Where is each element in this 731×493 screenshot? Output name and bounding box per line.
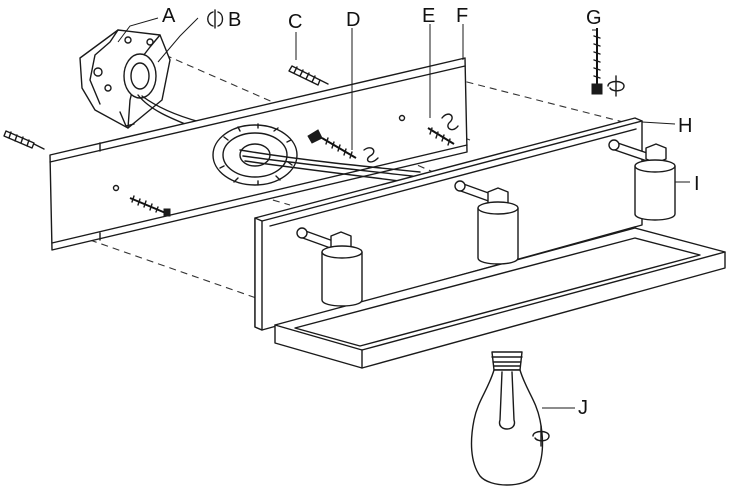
label-i: I <box>694 173 700 195</box>
label-g: G <box>586 7 602 29</box>
mounting-screw-e <box>427 113 459 146</box>
socket-right <box>608 139 676 221</box>
label-f: F <box>456 5 468 27</box>
label-b: B <box>228 9 241 31</box>
socket-middle <box>454 180 519 265</box>
junction-box <box>79 29 201 129</box>
label-d: D <box>346 9 360 31</box>
mounting-screw-d <box>307 129 379 163</box>
wire-nut-icon <box>207 9 224 29</box>
label-c: C <box>288 11 302 33</box>
mounting-plate <box>49 57 468 251</box>
ball-screw-g <box>591 28 625 97</box>
plate-screw-icon <box>129 195 171 217</box>
label-h: H <box>678 115 692 137</box>
label-e: E <box>422 5 435 27</box>
socket-left <box>296 227 363 307</box>
screw-anchor-icon <box>288 65 329 86</box>
callout-labels: A B C D E F G H I J <box>162 5 700 419</box>
callout-leaders <box>117 17 690 409</box>
tray-frame <box>274 227 726 369</box>
label-a: A <box>162 5 176 27</box>
left-screw-anchor-icon <box>3 130 45 150</box>
label-j: J <box>578 397 588 419</box>
light-bulb <box>470 351 550 486</box>
